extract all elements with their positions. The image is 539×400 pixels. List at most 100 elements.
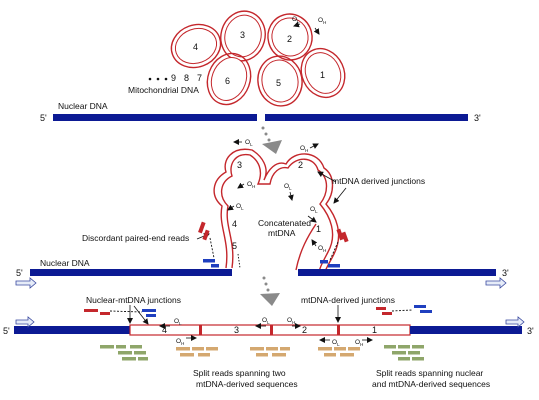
mito-circle-1 — [300, 47, 346, 99]
concat-label-5: 5 — [232, 241, 237, 251]
split-two-label-line1: Split reads spanning two — [193, 368, 286, 378]
junction-arrow-1 — [333, 187, 347, 204]
open-arrow-middle-left — [15, 277, 37, 289]
dna-bar-top-left — [53, 114, 257, 121]
origin-h-circle2: OH — [318, 17, 326, 25]
split-nuc-label-line1: Split reads spanning nuclear — [376, 368, 483, 378]
split-read-green-11 — [392, 351, 406, 355]
origin-arrow-cll — [227, 204, 235, 211]
origin-l-bottom-b: OL — [262, 317, 270, 325]
junction-arrow-bottom-left-2 — [133, 305, 149, 325]
origin-l-bottom-a: OL — [174, 318, 182, 326]
insert-junction-2 — [270, 325, 273, 335]
dna-bar-middle-left — [30, 269, 232, 276]
split-read-green-13 — [398, 357, 410, 361]
mito-circle-6 — [206, 52, 252, 106]
mtdna-derived-junctions-label-bottom: mtDNA-derived junctions — [301, 295, 395, 305]
nuclear-dna-label-middle: Nuclear DNA — [40, 258, 90, 268]
split-read-green-9 — [398, 345, 410, 349]
split-two-label-line2: mtDNA-derived sequences — [196, 379, 298, 389]
split-read-tan-5 — [198, 353, 210, 357]
nuclear-dna-label-top: Nuclear DNA — [58, 101, 108, 111]
dna-bar-middle-right — [298, 269, 496, 276]
read-blue-top-right — [414, 305, 426, 308]
segment-label-4: 4 — [162, 325, 167, 335]
read-red-top-left — [84, 309, 98, 312]
split-nuc-label-line2: and mtDNA-derived sequences — [372, 379, 490, 389]
split-read-tan-8 — [280, 347, 290, 351]
split-read-tan-12 — [334, 347, 346, 351]
origin-arrow-cbr — [311, 239, 318, 247]
origin-arrow-cml — [237, 182, 245, 189]
three-prime-bottom: 3' — [527, 326, 534, 336]
origin-h-bottom-c: OH — [355, 339, 363, 347]
discordant-read-red-left-2 — [202, 229, 210, 241]
mito-circle-2 — [267, 13, 313, 61]
segment-label-1: 1 — [372, 325, 377, 335]
origin-arrow-circle2-a — [293, 21, 301, 28]
dna-bar-bottom-left — [14, 326, 130, 334]
origin-l-bottom-c: OL — [332, 339, 340, 347]
split-read-green-8 — [384, 345, 396, 349]
split-read-tan-2 — [192, 347, 204, 351]
nuclear-mtdna-junctions-label: Nuclear-mtDNA junctions — [86, 295, 181, 305]
mito-circle-4 — [170, 23, 222, 69]
split-read-green-6 — [122, 357, 136, 361]
dot-2 — [156, 77, 160, 81]
five-prime-bottom: 5' — [3, 326, 10, 336]
split-read-tan-13 — [348, 347, 360, 351]
five-prime-middle: 5' — [16, 268, 23, 278]
read-red-top-right — [376, 307, 386, 310]
origin-arrow-ctr — [309, 143, 319, 149]
discordant-read-red-right — [336, 228, 344, 241]
open-arrow-middle-right — [485, 277, 507, 289]
split-read-tan-9 — [256, 353, 268, 357]
segment-label-3: 3 — [234, 325, 239, 335]
insert-junction-3 — [337, 325, 340, 335]
split-read-tan-1 — [176, 347, 190, 351]
origin-h-bottom-b: OH — [287, 317, 295, 325]
origin-l-circle2: OL — [292, 16, 300, 24]
origin-l-concat-low-right: OL — [310, 206, 318, 214]
five-prime-top: 5' — [40, 113, 47, 123]
split-read-tan-11 — [318, 347, 332, 351]
discordant-reads-label: Discordant paired-end reads — [82, 233, 189, 243]
circle-label-5: 5 — [276, 78, 281, 88]
discordant-read-blue-right — [320, 260, 328, 264]
insert-junction-1 — [199, 325, 202, 335]
discordant-read-blue-right-2 — [328, 264, 340, 268]
origin-arrow-cmr — [287, 191, 294, 201]
concatenated-mtdna: 3 2 4 1 5 Concatenated mtDNA OL OH OH OL… — [82, 139, 425, 273]
three-prime-middle: 3' — [502, 268, 509, 278]
circle-label-4: 4 — [193, 42, 198, 52]
split-read-green-1 — [100, 345, 114, 349]
number-8: 8 — [184, 73, 189, 83]
transition-arrow-2 — [260, 276, 280, 306]
discordant-read-red-right-2 — [341, 231, 349, 243]
discordant-read-blue-left — [203, 259, 215, 263]
three-prime-top: 3' — [474, 113, 481, 123]
split-read-tan-4 — [180, 353, 194, 357]
concat-label-3: 3 — [237, 160, 242, 170]
origin-h-bottom-a: OH — [176, 338, 184, 346]
read-blue-top-left — [142, 309, 156, 312]
integrated-sequence: Nuclear-mtDNA junctions mtDNA-derived ju… — [3, 295, 534, 347]
split-read-tan-10 — [272, 353, 286, 357]
read-red-top-left-2 — [100, 312, 110, 315]
split-read-green-7 — [138, 357, 148, 361]
origin-h-concat-mid-left: OH — [247, 181, 255, 189]
mtdna-label: mtDNA — [268, 228, 296, 238]
split-read-green-4 — [118, 351, 132, 355]
origin-l-concat-top-left: OL — [245, 139, 253, 147]
discordant-read-red-left — [198, 221, 206, 234]
split-read-green-3 — [130, 345, 142, 349]
split-read-green-12 — [408, 351, 420, 355]
origin-h-concat-bottom-right: OH — [318, 245, 326, 253]
mtdna-derived-junctions-label: mtDNA derived junctions — [332, 176, 425, 186]
split-read-tan-7 — [266, 347, 278, 351]
number-9: 9 — [171, 73, 176, 83]
open-arrow-bottom-right — [505, 316, 525, 328]
dot-1 — [148, 77, 152, 81]
concatenated-label: Concatenated — [258, 218, 311, 228]
